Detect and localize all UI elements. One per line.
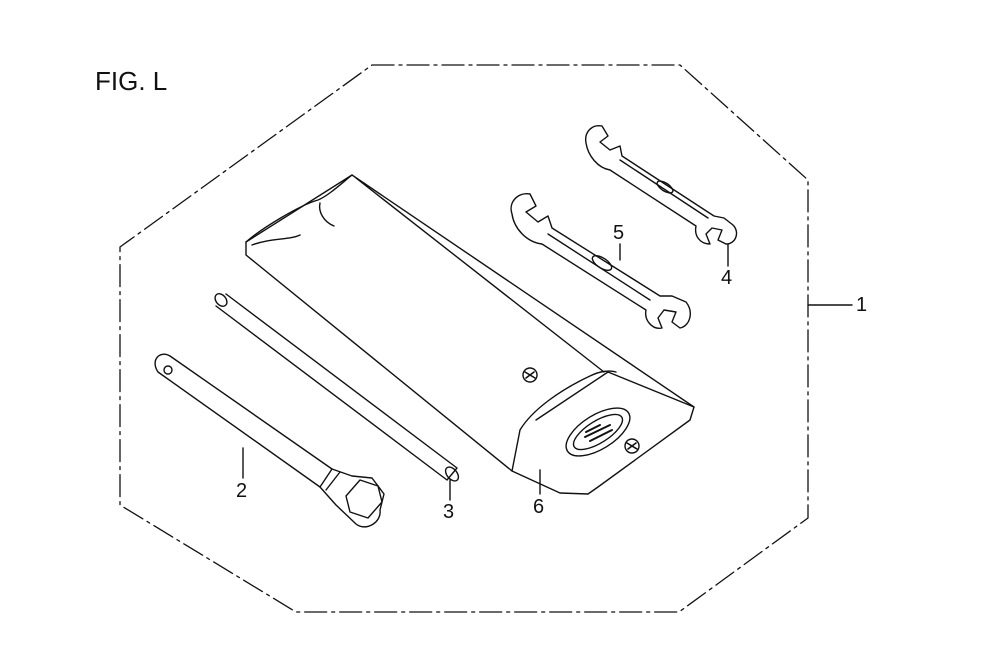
figure-title: FIG. L (95, 66, 168, 96)
callout-5: 5 (613, 222, 625, 244)
callout-6: 6 (533, 496, 545, 518)
tool-bag (245, 174, 695, 495)
spark-plug-wrench (154, 353, 385, 528)
callout-2: 2 (236, 480, 248, 502)
callout-4: 4 (721, 267, 733, 289)
assembly-boundary (119, 64, 809, 613)
callout-1: 1 (856, 294, 868, 316)
open-end-wrench-large (510, 193, 691, 329)
callout-3: 3 (443, 501, 455, 523)
open-end-wrench-small (585, 125, 738, 245)
wrench-handle-bar (214, 293, 460, 482)
